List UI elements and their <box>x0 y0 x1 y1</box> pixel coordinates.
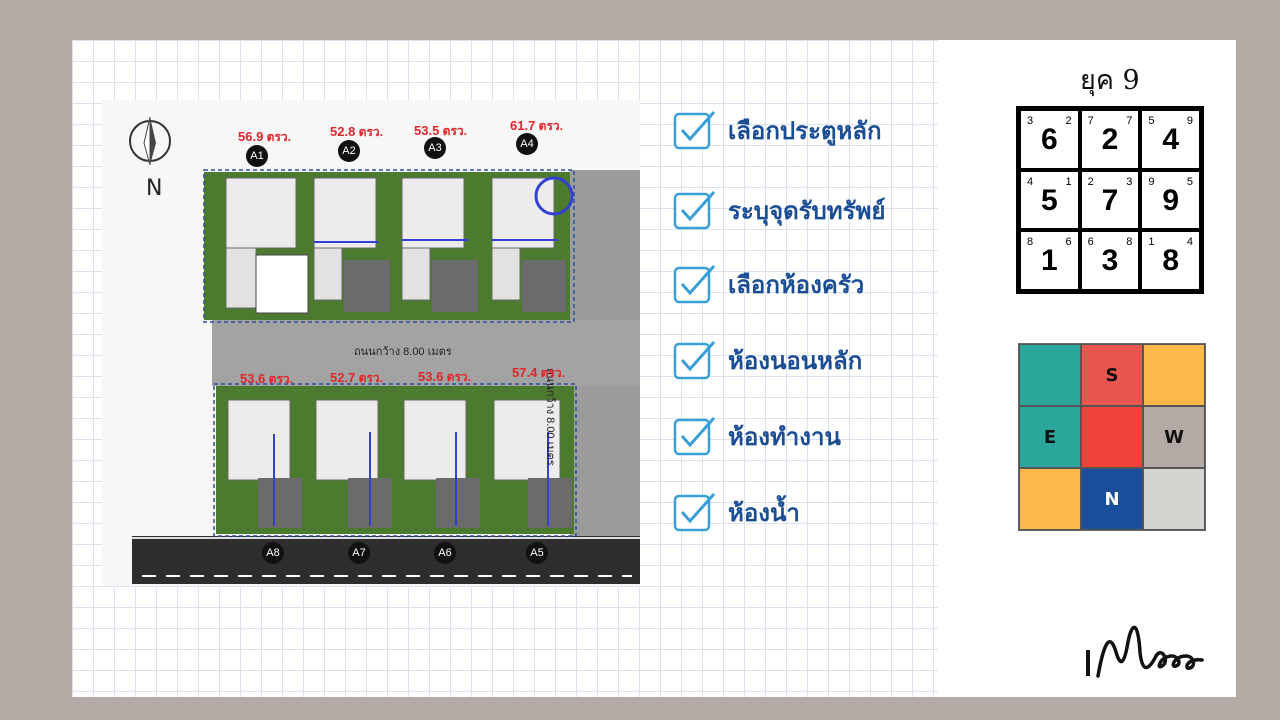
bottom-lots <box>213 383 577 537</box>
lot-badge: A2 <box>338 140 360 162</box>
checkbox-checked-icon <box>673 417 716 456</box>
checkbox-checked-icon <box>673 341 716 380</box>
site-plan-drawing <box>132 169 640 584</box>
direction-cell <box>1019 468 1081 530</box>
era-title: ยุค 9 <box>1080 65 1140 96</box>
checklist-item-master-bedroom: ห้องนอนหลัก <box>672 338 862 382</box>
lot-area-label: 56.9 ตรว. <box>238 129 291 144</box>
lot-badge: A5 <box>526 542 548 564</box>
north-label: N <box>146 176 163 201</box>
lot-area-label: 57.4 ตรว. <box>512 365 565 380</box>
site-plan <box>102 100 640 586</box>
checklist-label: ห้องน้ำ <box>728 498 800 527</box>
lot-area-label: 53.6 ตรว. <box>418 369 471 384</box>
direction-cell <box>1143 344 1205 406</box>
checkbox-checked-icon <box>673 265 716 304</box>
checklist-item-bathroom: ห้องน้ำ <box>672 490 800 534</box>
checklist-item-kitchen: เลือกห้องครัว <box>672 262 864 306</box>
checklist-label: ห้องนอนหลัก <box>728 346 863 375</box>
checkbox-checked-icon <box>673 191 716 230</box>
checklist-item-main-door: เลือกประตูหลัก <box>672 108 882 152</box>
lot-area-label: 53.6 ตรว. <box>240 371 293 386</box>
lot-badge: A7 <box>348 542 370 564</box>
checkbox-checked-icon <box>673 493 716 532</box>
lot-badge: A4 <box>516 133 538 155</box>
direction-cell-east: E <box>1019 406 1081 468</box>
checklist-label: เลือกห้องครัว <box>728 270 865 299</box>
road-width-label: ถนนกว้าง 8.00 เมตร <box>354 346 452 358</box>
imee-logo <box>1086 625 1204 678</box>
direction-cell-west: W <box>1143 406 1205 468</box>
lot-badge: A3 <box>424 137 446 159</box>
checklist-label: ห้องทำงาน <box>728 422 841 451</box>
wealth-point-marker <box>534 176 574 216</box>
direction-cell <box>1143 468 1205 530</box>
lot-badge: A1 <box>246 145 268 167</box>
lot-badge: A6 <box>434 542 456 564</box>
middle-road <box>212 320 640 386</box>
lot-area-label: 52.8 ตรว. <box>330 124 383 139</box>
lot-area-label: 53.5 ตรว. <box>414 123 467 138</box>
lot-area-label: 61.7 ตรว. <box>510 118 563 133</box>
lot-area-label: 52.7 ตรว. <box>330 370 383 385</box>
lot-badge: A8 <box>262 542 284 564</box>
checklist-item-office: ห้องทำงาน <box>672 414 841 458</box>
checkbox-checked-icon <box>673 111 716 150</box>
checklist-label: ระบุจุดรับทรัพย์ <box>728 196 886 225</box>
top-lots <box>203 169 575 323</box>
compass-icon <box>129 116 171 166</box>
direction-cell-north: N <box>1081 468 1143 530</box>
checklist-label: เลือกประตูหลัก <box>728 116 882 145</box>
checklist-item-wealth-point: ระบุจุดรับทรัพย์ <box>672 188 885 232</box>
direction-cell <box>1019 344 1081 406</box>
direction-cell-south: S <box>1081 344 1143 406</box>
direction-cell-center <box>1081 406 1143 468</box>
direction-grid: S E W N <box>1018 343 1206 531</box>
